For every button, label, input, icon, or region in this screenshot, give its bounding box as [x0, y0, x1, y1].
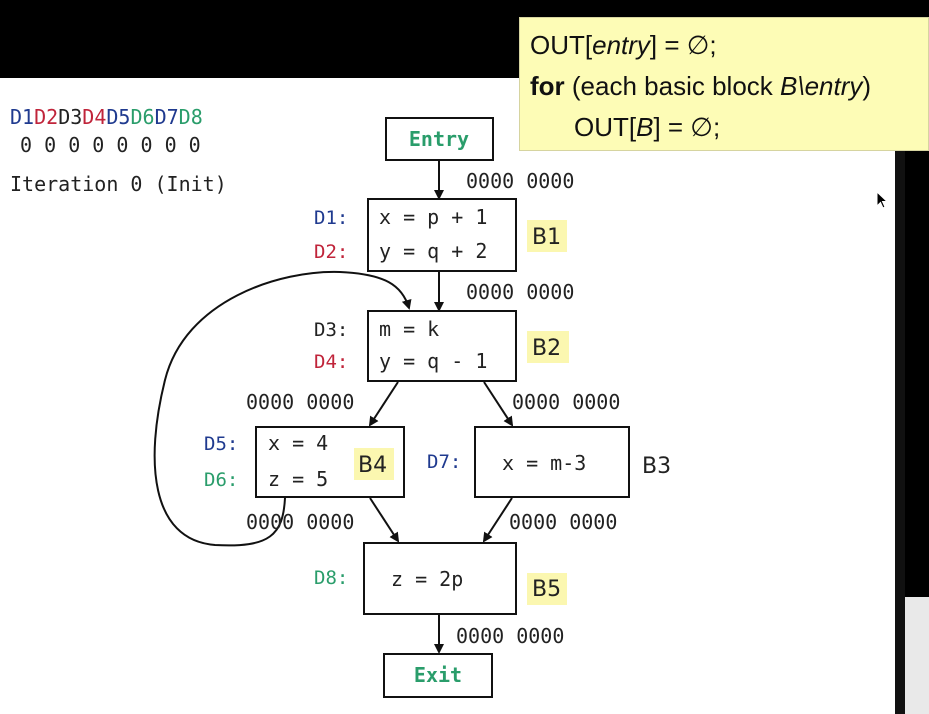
stmt-d6: z = 5 [268, 467, 328, 491]
def-header-d8: D8 [179, 105, 203, 129]
def-label-d3: D3: [314, 319, 348, 341]
def-label-d1: D1: [314, 207, 348, 229]
def-label-d4: D4: [314, 351, 348, 373]
block-name-b1: B1 [532, 225, 561, 250]
algo-line-init-entry: OUT[entry] = ∅; [530, 30, 717, 61]
def-label-d8: D8: [314, 567, 348, 589]
def-bit: 0 [68, 133, 80, 157]
block-b1 [367, 198, 517, 272]
out-entry: 0000 0000 [466, 169, 574, 193]
exit-node [383, 653, 493, 698]
block-name-b3: B3 [642, 454, 671, 479]
def-bit: 0 [116, 133, 128, 157]
right-grey-panel [905, 597, 929, 714]
block-name-b4: B4 [358, 453, 387, 478]
stmt-d1: x = p + 1 [379, 205, 487, 229]
block-name-b2: B2 [532, 336, 561, 361]
exit-label: Exit [414, 663, 462, 687]
def-header-d7: D7 [155, 105, 179, 129]
def-bit: 0 [20, 133, 32, 157]
out-b2-left: 0000 0000 [246, 390, 354, 414]
algorithm-note: OUT[entry] = ∅; for (each basic block B\… [519, 17, 929, 151]
block-b3 [474, 426, 630, 498]
stmt-d8: z = 2p [391, 567, 463, 591]
out-b4: 0000 0000 [246, 510, 354, 534]
def-bit: 0 [92, 133, 104, 157]
entry-label: Entry [409, 127, 469, 151]
def-bit: 0 [44, 133, 56, 157]
block-name-b5: B5 [532, 577, 561, 602]
right-dark-strip [895, 150, 905, 714]
edge-b4-b5 [369, 497, 400, 543]
edge-b2-b3 [483, 381, 514, 427]
b1-name-highlight [527, 220, 567, 252]
def-label-d6: D6: [204, 469, 238, 491]
defs-bits: 0 0 0 0 0 0 0 0 [20, 133, 201, 157]
iteration-label: Iteration 0 (Init) [10, 172, 227, 196]
out-b5: 0000 0000 [456, 624, 564, 648]
stmt-d2: y = q + 2 [379, 239, 487, 263]
out-b2-right: 0000 0000 [512, 390, 620, 414]
b2-name-highlight [527, 331, 569, 363]
b5-name-highlight [527, 573, 567, 605]
def-header-d2: D2 [34, 105, 58, 129]
edge-b2-b4 [368, 381, 399, 427]
entry-node [385, 117, 494, 161]
def-header-d4: D4 [82, 105, 106, 129]
algo-line-init-block: OUT[B] = ∅; [574, 112, 720, 143]
algo-for-keyword: for [530, 71, 565, 101]
stmt-d7: x = m-3 [502, 451, 586, 475]
def-bit: 0 [189, 133, 201, 157]
def-label-d5: D5: [204, 433, 238, 455]
out-b1: 0000 0000 [466, 280, 574, 304]
block-b2 [367, 310, 517, 382]
b4-name-highlight [354, 448, 394, 480]
algo-line-for: for (each basic block B\entry) [530, 71, 871, 102]
out-b3: 0000 0000 [509, 510, 617, 534]
stmt-d5: x = 4 [268, 431, 328, 455]
def-header-d1: D1 [10, 105, 34, 129]
mouse-cursor-icon [876, 191, 889, 209]
def-label-d7: D7: [427, 451, 461, 473]
edge-b4-b2-loop [153, 270, 412, 547]
def-bit: 0 [165, 133, 177, 157]
def-bit: 0 [140, 133, 152, 157]
defs-header: D1D2D3D4D5D6D7D8 [10, 105, 203, 129]
algo-for-rest: (each basic block B\entry) [564, 71, 872, 101]
edge-b3-b5 [482, 497, 513, 543]
stmt-d3: m = k [379, 317, 439, 341]
def-header-d6: D6 [130, 105, 154, 129]
def-header-d5: D5 [106, 105, 130, 129]
block-b5 [363, 542, 517, 615]
algo-init-block-text: OUT[B] = ∅; [574, 112, 721, 142]
def-label-d2: D2: [314, 241, 348, 263]
def-header-d3: D3 [58, 105, 82, 129]
algo-init-entry-text: OUT[entry] = ∅; [530, 30, 717, 60]
stmt-d4: y = q - 1 [379, 349, 487, 373]
